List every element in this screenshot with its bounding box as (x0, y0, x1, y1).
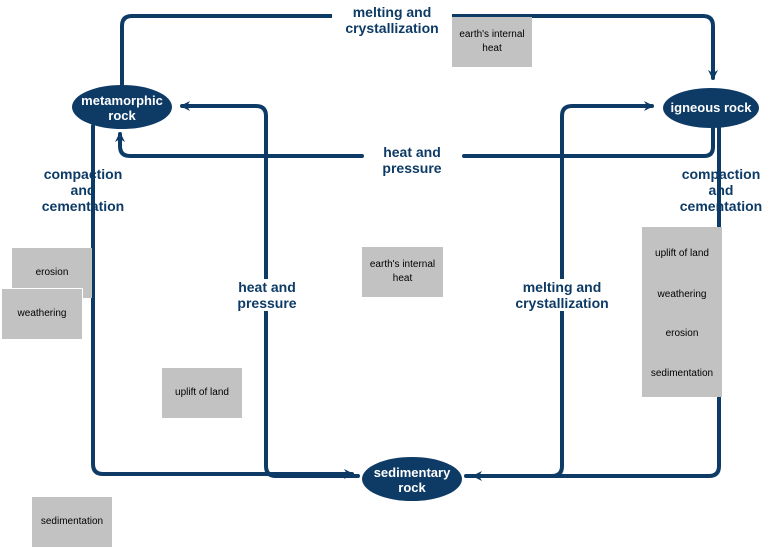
tile-weathering-right[interactable]: weathering (657, 289, 707, 300)
tile-sedimentation-right[interactable]: sedimentation (650, 368, 714, 379)
tile-uplift-right[interactable]: uplift of land (655, 248, 709, 259)
tile-erosion-left-label: erosion (35, 267, 69, 278)
edge-label-right-line3: cementation (679, 198, 763, 214)
tile-erosion-right[interactable]: erosion (665, 328, 699, 339)
edge-label-right-line2: and (708, 182, 734, 198)
arrow-igneous-to-metamorphic (462, 124, 715, 158)
sedimentary-line1: sedimentary (373, 465, 451, 480)
sedimentary-line2: rock (398, 480, 426, 495)
edge-label-middle: heat and pressure (362, 144, 462, 176)
tile-earth-internal-heat-top[interactable]: earth's internal heat (452, 17, 532, 67)
tile-sedimentation-bottom[interactable]: sedimentation (32, 497, 112, 547)
right-tile-stack: uplift of land weathering erosion sedime… (642, 227, 722, 397)
sedimentary-rock-node (362, 457, 462, 501)
metamorphic-line1: metamorphic (81, 93, 163, 108)
edge-label-center-right-line1: melting and (522, 279, 602, 295)
edge-label-top: melting and crystallization (332, 4, 452, 36)
edge-label-right: compaction and cementation (668, 166, 774, 214)
edge-label-right-line1: compaction (681, 166, 761, 182)
edge-label-left-line1: compaction (43, 166, 123, 182)
igneous-line1: igneous rock (670, 100, 752, 115)
edge-label-center-left-line1: heat and (238, 279, 296, 295)
edge-label-middle-line1: heat and (383, 144, 441, 160)
tile-earth-heat-top-line1: earth's internal (459, 29, 525, 40)
sedimentary-rock-label: sedimentary rock (362, 465, 462, 495)
edge-label-left: compaction and cementation (30, 166, 136, 214)
arrow-igneous-to-metamorphic-head (115, 132, 364, 158)
edge-label-top-line2: crystallization (345, 20, 439, 36)
tile-earth-heat-center-line2: heat (392, 273, 413, 284)
arrow-metamorphic-to-sedimentary (91, 124, 354, 479)
metamorphic-rock-label: metamorphic rock (72, 93, 172, 123)
arrow-igneous-to-sedimentary (472, 122, 721, 481)
tile-sedimentation-bottom-label: sedimentation (40, 516, 104, 527)
metamorphic-rock-node (72, 85, 172, 129)
tile-weathering-left[interactable]: weathering (2, 288, 83, 339)
edge-label-left-line2: and (70, 182, 96, 198)
igneous-rock-node (663, 88, 759, 128)
tile-uplift-center-label: uplift of land (175, 387, 229, 398)
tile-earth-heat-center-line1: earth's internal (369, 259, 436, 270)
tile-earth-internal-heat-center[interactable]: earth's internal heat (362, 247, 443, 297)
edge-label-left-line3: cementation (41, 198, 125, 214)
edge-label-center-right-line2: crystallization (515, 295, 609, 311)
edge-label-center-left: heat and pressure (217, 279, 317, 311)
igneous-rock-label: igneous rock (661, 100, 761, 115)
tile-earth-heat-top-line2: heat (482, 43, 502, 54)
edge-label-center-right: melting and crystallization (502, 279, 622, 311)
edge-label-center-left-line2: pressure (237, 295, 297, 311)
edge-label-top-line1: melting and (352, 4, 432, 20)
tile-uplift-center[interactable]: uplift of land (162, 368, 242, 418)
metamorphic-line2: rock (108, 108, 136, 123)
tile-weathering-left-label: weathering (17, 308, 67, 319)
edge-label-middle-line2: pressure (382, 160, 442, 176)
